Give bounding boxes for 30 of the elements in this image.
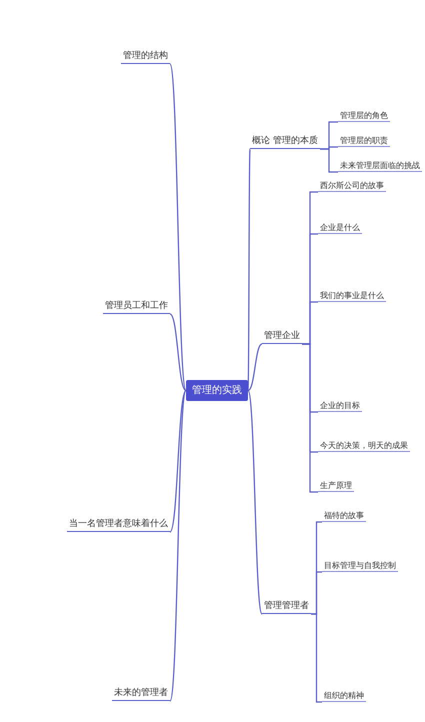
branch-topic: 管理的结构 [121,50,170,64]
curved-connector [247,148,251,391]
subtopic: 西尔斯公司的故事 [318,180,386,192]
curved-connector [247,390,263,614]
subtopic: 组织的精神 [322,690,366,702]
subtopic: 管理层的职责 [338,135,390,147]
central-topic: 管理的实践 [186,380,248,401]
curved-connector [170,314,186,391]
elbow-connector [311,613,322,703]
subtopic: 企业是什么 [318,222,362,234]
subtopic: 今天的决策，明天的成果 [318,440,410,452]
curved-connector [169,390,187,702]
branch-topic: 管理管理者 [262,600,311,614]
subtopic: 福特的故事 [322,510,366,522]
curved-connector [248,343,262,392]
subtopic: 管理层的角色 [338,110,390,122]
subtopic: 未来管理层面临的挑战 [338,160,422,172]
curved-connector [169,64,187,391]
elbow-connector [320,148,338,173]
subtopic: 我们的事业是什么 [318,290,386,302]
subtopic: 目标管理与自我控制 [322,560,398,572]
branch-topic: 当一名管理者意味着什么 [67,518,170,532]
branch-topic: 管理企业 [262,330,302,344]
elbow-connector [302,343,318,493]
branch-topic: 概论 管理的本质 [250,135,320,149]
subtopic: 生产原理 [318,480,354,492]
branch-topic: 管理员工和工作 [103,300,170,314]
subtopic: 企业的目标 [318,400,362,412]
curved-connector [170,390,186,532]
branch-topic: 未来的管理者 [112,687,170,701]
